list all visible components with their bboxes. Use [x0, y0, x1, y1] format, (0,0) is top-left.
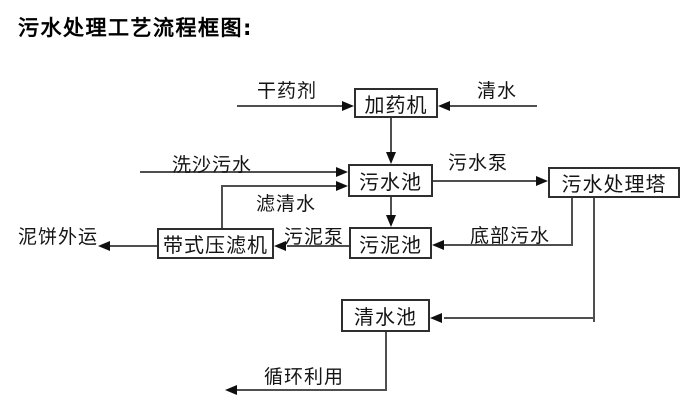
node-belt-filter-press: 带式压滤机	[157, 228, 274, 259]
label-mud-cake-out: 泥饼外运	[18, 226, 99, 248]
edge-bottom-sewage-vline	[571, 198, 573, 245]
node-sludge-pool: 污泥池	[349, 227, 432, 259]
label-sewage-pump: 污水泵	[448, 152, 509, 174]
edge-sewage-to-sludge-line	[390, 197, 392, 216]
arrowhead-left-icon	[430, 313, 442, 323]
node-dosing-machine: 加药机	[354, 88, 438, 118]
arrowhead-right-icon	[536, 176, 548, 186]
arrowhead-left-icon	[98, 241, 110, 251]
arrowhead-right-icon	[336, 167, 348, 177]
arrowhead-left-icon	[432, 240, 444, 250]
edge-filtered-water-hline	[221, 185, 336, 187]
arrowhead-left-icon	[274, 241, 286, 251]
label-filtered-water: 滤清水	[256, 193, 317, 215]
node-sewage-pool: 污水池	[348, 164, 433, 197]
arrowhead-left-icon	[438, 101, 450, 111]
arrowhead-right-icon	[342, 101, 354, 111]
edge-sand-washing-line	[140, 171, 336, 173]
label-dry-agent: 干药剂	[257, 80, 318, 102]
label-recycle-use: 循环利用	[264, 366, 345, 388]
label-clear-water: 清水	[477, 80, 518, 102]
edge-tower-to-clear-vline	[593, 198, 595, 322]
edge-recycle-hline	[237, 389, 387, 391]
edge-sewage-pump-line	[433, 180, 536, 182]
node-treatment-tower: 污水处理塔	[548, 167, 680, 198]
node-clear-water-pool: 清水池	[341, 299, 430, 332]
edge-clear-water-line	[450, 105, 537, 107]
edge-dry-agent-line	[237, 105, 342, 107]
edge-tower-to-clear-hline	[444, 317, 594, 319]
label-bottom-sewage: 底部污水	[470, 225, 551, 247]
edge-bottom-sewage-hline	[444, 244, 573, 246]
edge-recycle-vline	[385, 332, 387, 390]
label-sand-washing-sewage: 洗沙污水	[172, 154, 253, 176]
arrowhead-left-icon	[225, 385, 237, 395]
label-sludge-pump: 污泥泵	[284, 226, 345, 248]
edge-dosing-to-sewage-line	[390, 118, 392, 153]
edge-filtered-water-vline	[221, 185, 223, 228]
arrowhead-down-icon	[386, 215, 396, 227]
edge-sludge-pump-line	[287, 245, 349, 247]
page-title: 污水处理工艺流程框图:	[18, 16, 253, 40]
arrowhead-down-icon	[386, 152, 396, 164]
arrowhead-right-icon	[336, 181, 348, 191]
edge-mud-cake-line	[110, 245, 157, 247]
